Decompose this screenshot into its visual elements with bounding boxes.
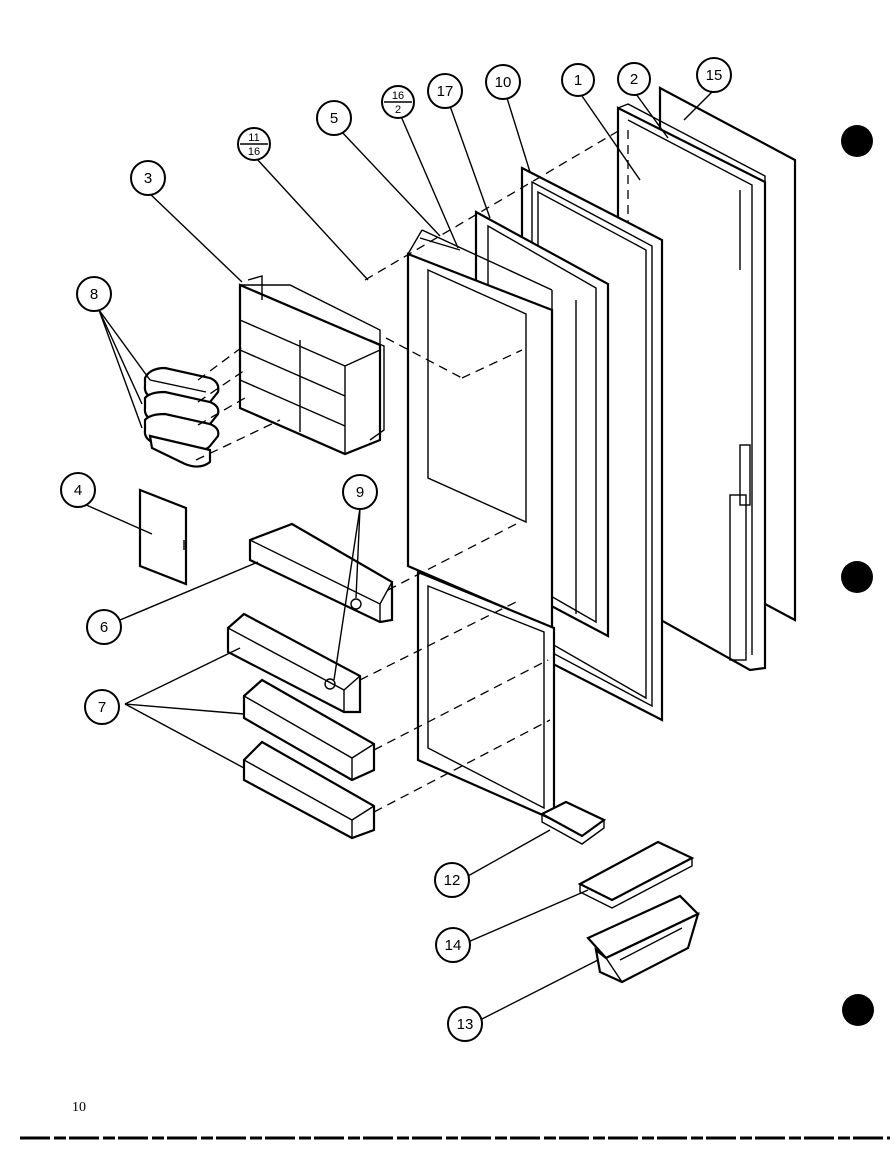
part-4-cover xyxy=(138,488,188,586)
svg-text:5: 5 xyxy=(330,110,338,127)
svg-text:15: 15 xyxy=(706,67,723,84)
svg-text:13: 13 xyxy=(457,1016,474,1033)
part-6-door-shelf xyxy=(248,522,394,624)
part-7-door-bins xyxy=(226,612,376,840)
svg-text:8: 8 xyxy=(90,286,98,303)
svg-text:17: 17 xyxy=(437,83,454,100)
svg-text:11: 11 xyxy=(248,132,259,144)
callout-10: 10 xyxy=(485,64,521,100)
callout-2: 2 xyxy=(617,62,651,96)
binder-hole-bottom xyxy=(842,994,874,1026)
part-5-inner-door-liner xyxy=(406,229,556,822)
callout-6: 6 xyxy=(86,609,122,645)
svg-text:4: 4 xyxy=(74,482,82,499)
svg-text:9: 9 xyxy=(356,484,364,501)
callout-3: 3 xyxy=(130,160,166,196)
callout-7: 7 xyxy=(84,689,120,725)
svg-text:12: 12 xyxy=(444,872,461,889)
callout-16-over-2: 16 2 xyxy=(381,85,415,119)
callout-14: 14 xyxy=(435,927,471,963)
svg-text:10: 10 xyxy=(495,74,512,91)
callout-1: 1 xyxy=(561,63,595,97)
svg-text:3: 3 xyxy=(144,170,152,187)
svg-text:16: 16 xyxy=(392,90,404,102)
svg-text:6: 6 xyxy=(100,619,108,636)
binder-hole-middle xyxy=(841,561,873,593)
binder-hole-top xyxy=(841,125,873,157)
callout-11-over-16: 11 16 xyxy=(237,127,271,161)
svg-text:16: 16 xyxy=(248,146,260,158)
part-13-ice-bin xyxy=(586,894,700,984)
part-3-dairy-shelf-unit xyxy=(238,275,385,456)
callout-15: 15 xyxy=(696,57,732,93)
callout-17: 17 xyxy=(427,73,463,109)
svg-text:7: 7 xyxy=(98,699,106,716)
callout-4: 4 xyxy=(60,472,96,508)
svg-text:14: 14 xyxy=(445,937,462,954)
svg-text:2: 2 xyxy=(395,104,401,116)
part-12-tray xyxy=(539,800,607,845)
callout-13: 13 xyxy=(447,1006,483,1042)
alignment-lines xyxy=(195,129,621,813)
callout-5: 5 xyxy=(316,100,352,136)
callout-8: 8 xyxy=(76,276,112,312)
callout-12: 12 xyxy=(434,862,470,898)
svg-text:2: 2 xyxy=(630,71,638,88)
part-8-storage-bins xyxy=(143,366,220,468)
svg-text:1: 1 xyxy=(574,72,582,89)
part-14-bin-cover xyxy=(577,840,695,909)
callout-9: 9 xyxy=(342,474,378,510)
page-number: 10 xyxy=(72,1100,86,1115)
leader-lines xyxy=(83,87,717,1021)
